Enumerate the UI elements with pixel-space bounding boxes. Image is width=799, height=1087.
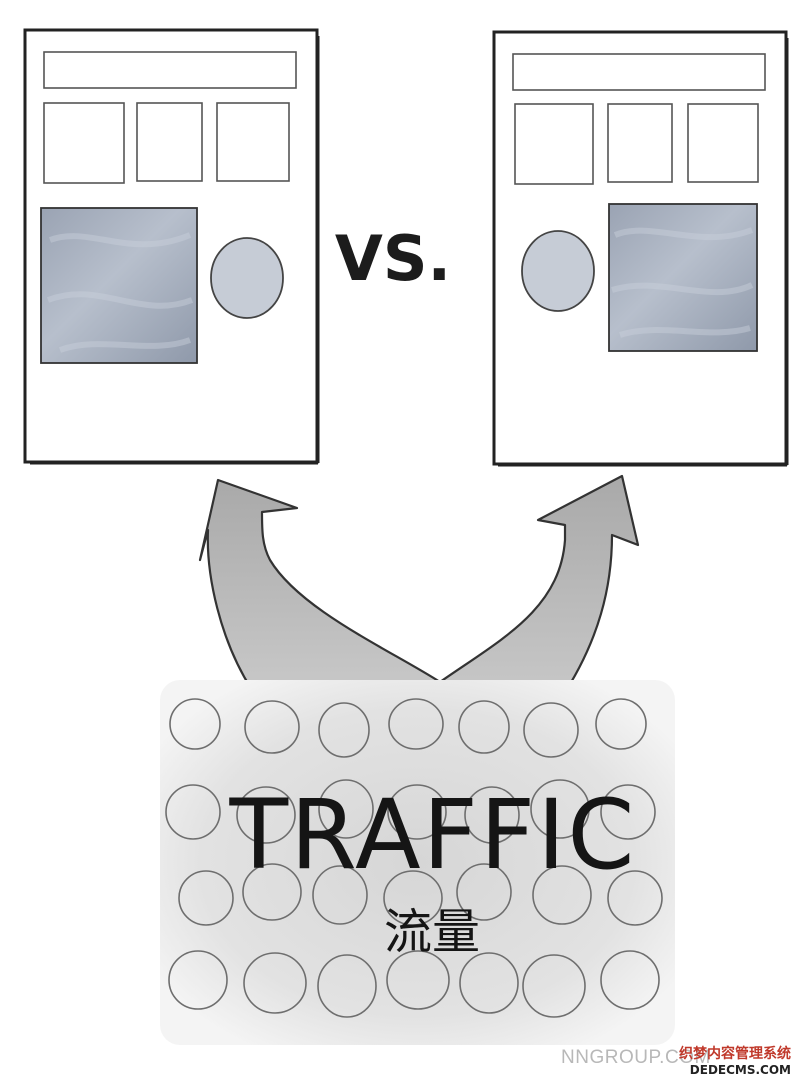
watermark: 织梦内容管理系统 DEDECMS.COM — [679, 1045, 791, 1076]
traffic-dot — [178, 870, 234, 926]
variant-b-page — [492, 30, 789, 467]
traffic-dot — [600, 784, 656, 840]
traffic-dot — [383, 870, 443, 926]
traffic-dot — [318, 702, 370, 758]
left-arrow — [198, 478, 442, 692]
traffic-block: TRAFFIC 流量 — [160, 680, 675, 1045]
variant-a-circle — [210, 237, 284, 319]
traffic-wash — [160, 680, 675, 1045]
traffic-dot — [456, 863, 512, 921]
right-arrow — [438, 474, 640, 702]
traffic-dot — [242, 863, 302, 921]
variant-a-box-3 — [216, 102, 290, 182]
variant-a-page — [23, 28, 320, 465]
variant-b-header-bar — [512, 53, 766, 91]
variant-a-box-1 — [43, 102, 125, 184]
vs-label: VS. — [335, 222, 451, 295]
traffic-dot — [459, 952, 519, 1014]
split-arrows — [198, 474, 640, 702]
traffic-dot — [532, 865, 592, 925]
traffic-label-zh: 流量 — [384, 904, 480, 960]
variant-b-circle — [521, 230, 595, 312]
variant-b-box-3 — [687, 103, 759, 183]
variant-a-image-texture — [46, 232, 194, 353]
traffic-dot — [458, 700, 510, 754]
variant-b-box-2 — [607, 103, 673, 183]
traffic-dot — [522, 954, 586, 1018]
traffic-dot — [168, 950, 228, 1010]
traffic-dots — [165, 698, 663, 1018]
variant-a-image — [40, 207, 198, 364]
traffic-dot — [312, 865, 368, 925]
traffic-dot — [244, 700, 300, 754]
variant-a-box-2 — [136, 102, 203, 182]
traffic-dot — [386, 950, 450, 1010]
variant-b-box-1 — [514, 103, 594, 185]
traffic-dot — [387, 784, 447, 840]
watermark-domain: DEDECMS.COM — [689, 1063, 791, 1077]
variant-a-header-bar — [43, 51, 297, 89]
traffic-dot — [165, 784, 221, 840]
traffic-dot — [388, 698, 444, 750]
traffic-dot — [318, 779, 374, 839]
traffic-dot — [236, 786, 296, 844]
traffic-dot — [607, 870, 663, 926]
watermark-cn: 织梦内容管理系统 — [679, 1046, 791, 1062]
traffic-label: TRAFFIC — [229, 779, 637, 891]
traffic-dot — [243, 952, 307, 1014]
variant-b-image-texture — [611, 227, 754, 338]
traffic-dot — [464, 786, 520, 844]
traffic-dot — [523, 702, 579, 758]
source-credit: NNGROUP.COM — [561, 1047, 711, 1068]
traffic-dot — [595, 698, 647, 750]
traffic-dot — [169, 698, 221, 750]
traffic-dot — [530, 779, 590, 839]
variant-b-image — [608, 203, 758, 352]
traffic-dot — [600, 950, 660, 1010]
traffic-dot — [317, 954, 377, 1018]
